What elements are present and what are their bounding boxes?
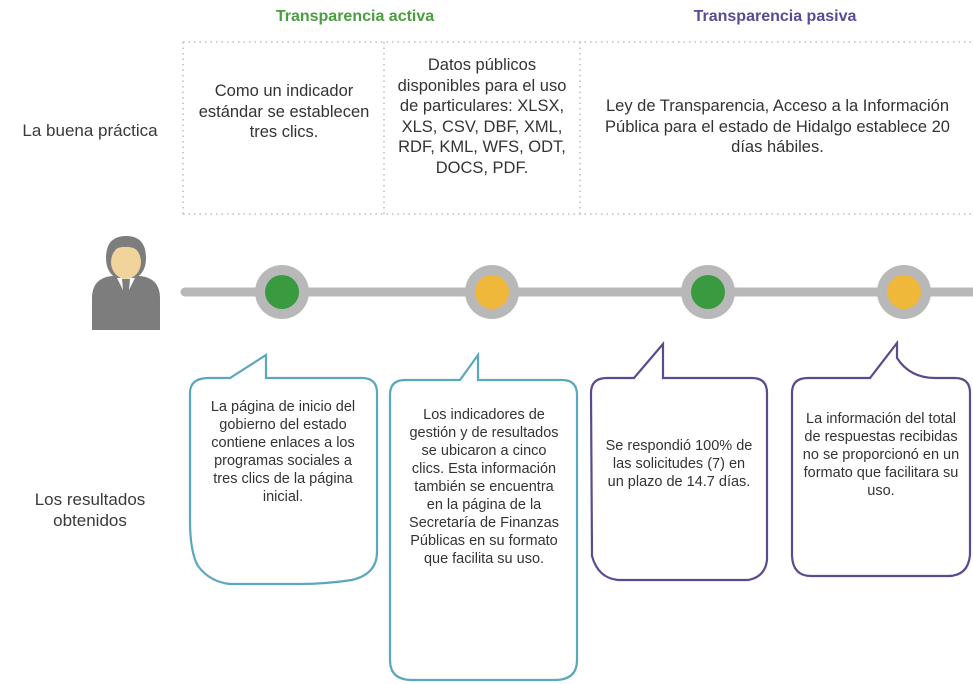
- status-dot-1: [265, 275, 299, 309]
- result-text-2: Los indicadores de gestión y de resultad…: [409, 407, 559, 567]
- practice-transparency-law: Ley de Transparencia, Acceso a la Inform…: [605, 97, 950, 156]
- person-icon: [92, 236, 160, 330]
- result-bubble-3: [589, 341, 769, 582]
- status-dot-4: [887, 275, 921, 309]
- status-dot-3: [691, 275, 725, 309]
- result-text-4: La información del total de respuestas r…: [802, 411, 960, 499]
- practice-open-data: Datos públicos disponibles para el uso d…: [397, 56, 567, 177]
- practice-frames: [182, 41, 973, 215]
- header-transparencia-activa: Transparencia activa: [275, 8, 435, 25]
- row-label-results: Los resultados obtenidos: [34, 490, 146, 530]
- status-dots: [255, 265, 931, 319]
- practice-clicks: Como un indicador estándar se establecen…: [198, 82, 370, 141]
- result-bubble-1: [188, 352, 379, 586]
- header-transparencia-pasiva: Transparencia pasiva: [693, 8, 857, 25]
- result-text-3: Se respondió 100% de las solicitudes (7)…: [605, 438, 753, 490]
- status-dot-2: [475, 275, 509, 309]
- result-text-1: La página de inicio del gobierno del est…: [210, 399, 356, 505]
- result-bubble-4: [790, 339, 972, 578]
- result-bubble-2: [388, 351, 579, 682]
- row-label-practice: La buena práctica: [22, 121, 158, 140]
